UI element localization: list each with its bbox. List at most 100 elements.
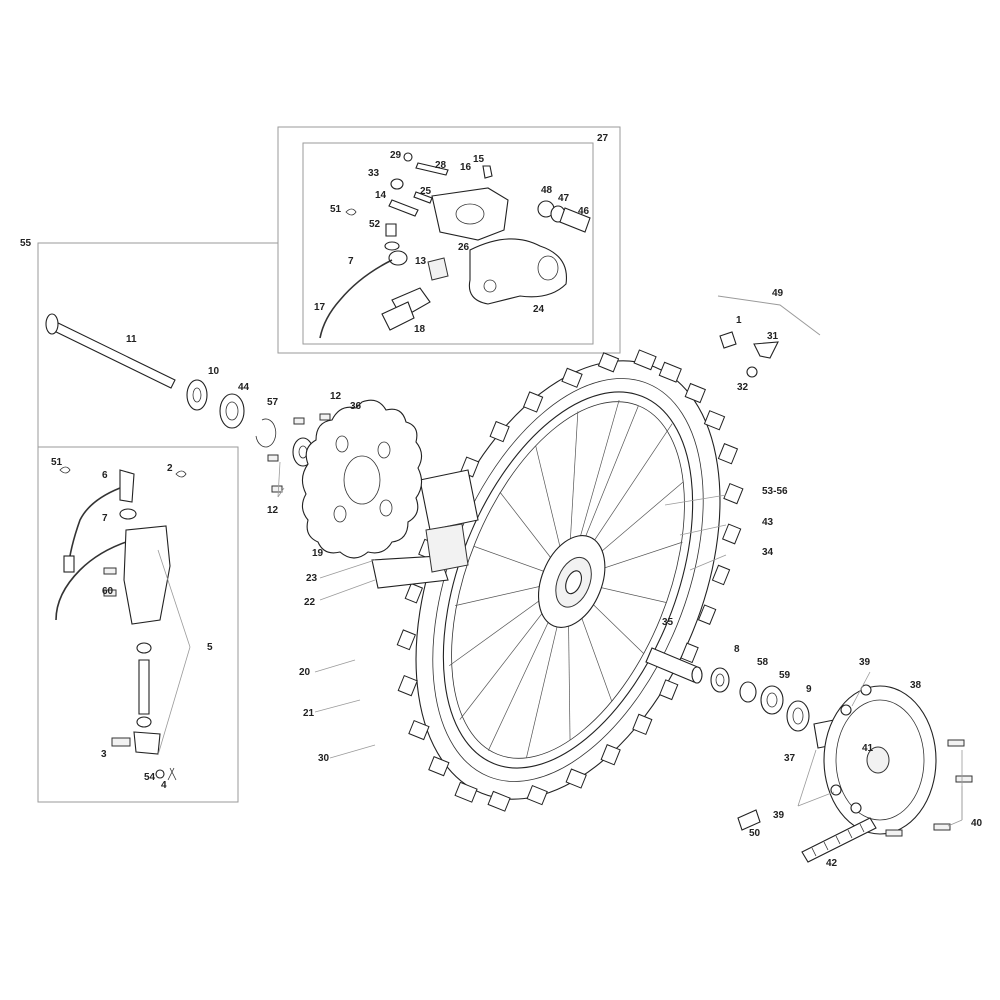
valve-body-5 bbox=[123, 525, 171, 625]
bearing-8 bbox=[710, 667, 730, 693]
axle-11 bbox=[47, 319, 176, 389]
callout-18: 18 bbox=[414, 324, 426, 335]
bolt-40 bbox=[885, 829, 903, 837]
tyre-tread-blocks bbox=[396, 349, 744, 812]
callout-40: 40 bbox=[971, 818, 983, 829]
callout-7-top: 7 bbox=[348, 256, 354, 267]
callout-51-sensor: 51 bbox=[51, 457, 63, 468]
callout-35: 35 bbox=[662, 617, 674, 628]
pin-29 bbox=[403, 152, 413, 162]
callout-2: 2 bbox=[167, 463, 173, 474]
drive-side-parts bbox=[645, 647, 973, 863]
leader bbox=[689, 554, 727, 571]
leader bbox=[797, 749, 817, 807]
callout-36: 36 bbox=[350, 401, 362, 412]
brake-disc-hole bbox=[379, 499, 393, 517]
leader bbox=[319, 579, 376, 601]
callout-10: 10 bbox=[208, 366, 220, 377]
leader-lines bbox=[157, 461, 963, 827]
seal-44-inner bbox=[225, 401, 239, 421]
tread-block bbox=[684, 382, 706, 404]
nut-39 bbox=[860, 684, 872, 696]
callout-20: 20 bbox=[299, 667, 311, 678]
callout-39-top: 39 bbox=[859, 657, 871, 668]
leader bbox=[797, 791, 835, 807]
bolt-60 bbox=[103, 589, 117, 597]
callout-15: 15 bbox=[473, 154, 485, 165]
callout-28: 28 bbox=[435, 160, 447, 171]
tread-block bbox=[633, 349, 657, 371]
spacer-10-bore bbox=[192, 387, 202, 403]
spacer-10 bbox=[186, 379, 208, 411]
callout-5: 5 bbox=[207, 642, 213, 653]
rod bbox=[138, 659, 150, 715]
callout-58: 58 bbox=[757, 657, 769, 668]
callout-42: 42 bbox=[826, 858, 838, 869]
circlip-57 bbox=[255, 418, 277, 448]
leader bbox=[314, 659, 356, 673]
callout-4: 4 bbox=[161, 780, 167, 791]
frame-caliper-group-inner bbox=[302, 142, 594, 345]
rear-wheel bbox=[396, 349, 744, 812]
bolt-12 bbox=[319, 413, 331, 421]
sensor-connector bbox=[63, 555, 75, 573]
tread-block bbox=[565, 768, 587, 789]
callout-39-bottom: 39 bbox=[773, 810, 785, 821]
tread-block bbox=[632, 713, 653, 736]
bracket-24-hole bbox=[483, 279, 497, 293]
leader bbox=[851, 671, 871, 707]
nut-39 bbox=[840, 704, 852, 716]
spacer-58 bbox=[739, 681, 757, 703]
callout-59: 59 bbox=[779, 670, 791, 681]
leader bbox=[157, 646, 191, 756]
callout-19: 19 bbox=[312, 548, 324, 559]
nut-39 bbox=[830, 784, 842, 796]
callout-34: 34 bbox=[762, 547, 774, 558]
callout-47: 47 bbox=[558, 193, 570, 204]
tread-block bbox=[717, 443, 739, 465]
sleeve-46 bbox=[559, 207, 591, 233]
callout-13: 13 bbox=[415, 256, 427, 267]
callout-3: 3 bbox=[101, 749, 107, 760]
callout-26: 26 bbox=[458, 242, 470, 253]
clevis bbox=[133, 731, 161, 755]
tread-block bbox=[408, 719, 430, 741]
leader bbox=[947, 819, 963, 827]
assembly-49-parts bbox=[719, 331, 779, 378]
brake-disc-outline bbox=[301, 399, 423, 559]
brake-disc-hole bbox=[333, 505, 347, 523]
callout-48: 48 bbox=[541, 185, 553, 196]
callout-21: 21 bbox=[303, 708, 315, 719]
bearing-59 bbox=[760, 685, 784, 715]
banjo-7 bbox=[388, 250, 408, 266]
callout-41: 41 bbox=[862, 743, 874, 754]
callout-38: 38 bbox=[910, 680, 922, 691]
seal-9 bbox=[786, 700, 810, 732]
bolt-25 bbox=[413, 191, 433, 204]
tread-block bbox=[697, 604, 717, 625]
leader bbox=[329, 744, 376, 759]
callout-27: 27 bbox=[597, 133, 609, 144]
bracket-24-bore bbox=[537, 255, 559, 281]
seal-9-inner bbox=[792, 707, 804, 725]
seal-44 bbox=[219, 393, 245, 429]
tread-block bbox=[397, 674, 418, 697]
washer-54 bbox=[155, 769, 165, 779]
callout-51-top: 51 bbox=[330, 204, 342, 215]
spacer-35-end bbox=[691, 666, 703, 684]
clip-2 bbox=[175, 470, 187, 478]
axle-head bbox=[45, 313, 59, 335]
callout-46: 46 bbox=[578, 206, 590, 217]
clip-51-sensor bbox=[59, 466, 71, 474]
callout-12-bottom: 12 bbox=[267, 505, 279, 516]
caliper-group bbox=[319, 152, 591, 339]
brake-pads-18-back bbox=[381, 301, 415, 331]
chain-42 bbox=[801, 817, 877, 863]
nut-bottom bbox=[136, 716, 152, 728]
sensor-group bbox=[55, 466, 187, 781]
callout-25: 25 bbox=[420, 186, 432, 197]
callout-23: 23 bbox=[306, 573, 318, 584]
leader bbox=[319, 559, 376, 579]
callout-14: 14 bbox=[375, 190, 387, 201]
callout-30: 30 bbox=[318, 753, 330, 764]
